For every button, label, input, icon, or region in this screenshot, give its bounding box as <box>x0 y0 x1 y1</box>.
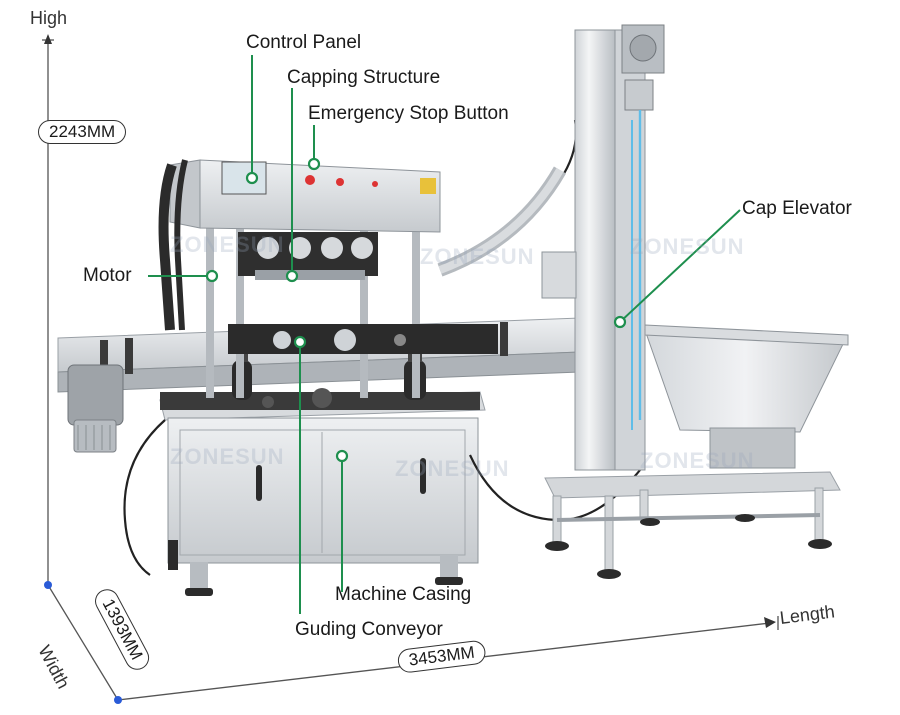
emergency-stop-button-label: Emergency Stop Button <box>308 103 509 124</box>
corner-dot-left <box>44 581 52 589</box>
capping-frame <box>206 228 498 398</box>
watermark-3: ZONESUN <box>630 234 745 259</box>
callout-dots <box>205 157 627 463</box>
height-arrow-icon <box>44 34 52 44</box>
control-panel-label: Control Panel <box>246 32 362 53</box>
length-arrow-icon <box>764 617 776 628</box>
guiding-bar <box>228 324 498 354</box>
callout-lines <box>148 55 741 614</box>
cap-elevator-label: Cap Elevator <box>742 198 852 219</box>
width-dimension-line <box>47 584 119 701</box>
cable-chain <box>158 159 188 331</box>
cap-elevator-leader <box>619 209 741 323</box>
watermark-2: ZONESUN <box>420 244 535 269</box>
motor-label: Motor <box>83 265 132 286</box>
capping-structure-label: Capping Structure <box>287 67 441 88</box>
machine-cabinet <box>159 391 486 596</box>
control-panel-box <box>169 159 441 233</box>
watermark-1: ZONESUN <box>170 232 285 257</box>
watermark-5: ZONESUN <box>395 456 510 481</box>
watermark-4: ZONESUN <box>170 444 285 469</box>
cap-elevator <box>541 24 665 471</box>
height-axis-label: High <box>30 8 68 28</box>
cap-hopper <box>644 324 849 469</box>
corner-dot-bottom <box>114 696 122 704</box>
watermark-6: ZONESUN <box>640 448 755 473</box>
machine-casing-label: Machine Casing <box>335 584 472 605</box>
height-dimension-value: 2243MM <box>38 120 127 144</box>
guiding-conveyor-label: Guding Conveyor <box>295 619 443 640</box>
conveyor-motor <box>67 364 124 453</box>
cap-chute <box>437 166 567 277</box>
elevator-stand <box>544 471 841 579</box>
